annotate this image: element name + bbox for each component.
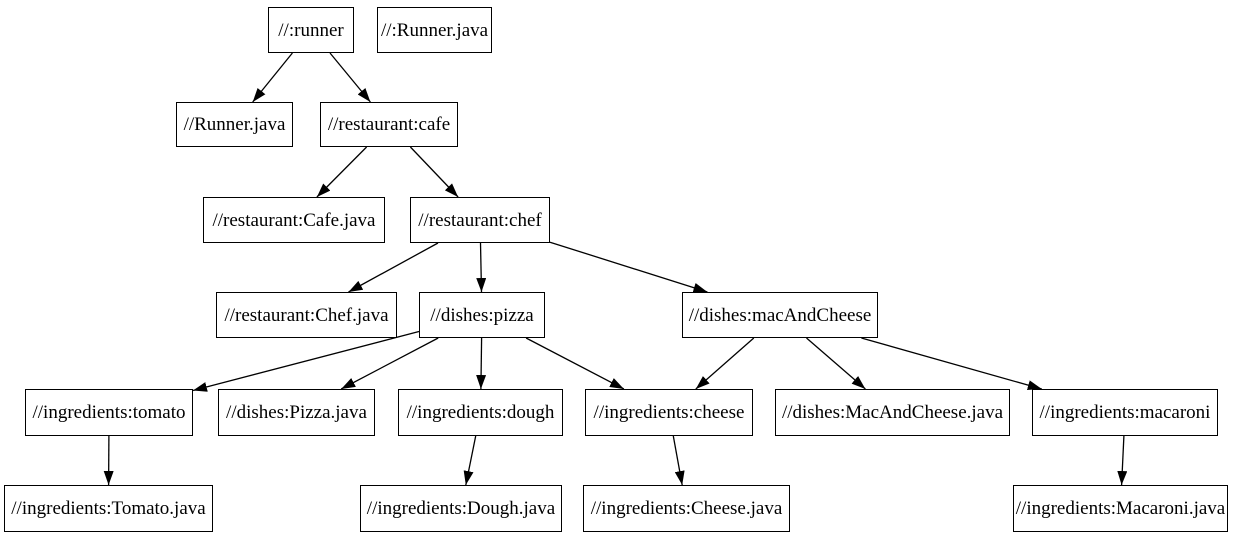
graph-node-runner-java-top: //:Runner.java — [377, 7, 492, 53]
graph-node-label: //ingredients:Tomato.java — [11, 498, 206, 519]
graph-node-pizza: //dishes:pizza — [419, 292, 545, 338]
graph-node-label: //restaurant:cafe — [327, 114, 451, 135]
graph-node-cheese-java: //ingredients:Cheese.java — [583, 485, 790, 532]
graph-node-tomato-java: //ingredients:Tomato.java — [4, 485, 213, 532]
graph-node-label: //Runner.java — [183, 114, 286, 135]
edge-chef-to-chef-java — [348, 242, 439, 293]
graph-node-dough: //ingredients:dough — [398, 389, 563, 436]
graph-node-label: //ingredients:Cheese.java — [590, 498, 783, 519]
graph-node-cheese: //ingredients:cheese — [585, 389, 753, 436]
edge-pizza-to-cheese — [525, 337, 625, 390]
edge-pizza-to-tomato — [192, 330, 420, 392]
edge-runner-to-runner-java — [252, 52, 293, 103]
graph-node-cafe-java: //restaurant:Cafe.java — [203, 197, 385, 243]
edge-mac-and-cheese-to-cheese — [695, 337, 755, 390]
edge-cafe-to-chef — [409, 146, 459, 198]
graph-node-mac-and-cheese-java: //dishes:MacAndCheese.java — [775, 389, 1010, 436]
graph-node-label: //ingredients:tomato — [32, 402, 186, 423]
graph-node-pizza-java: //dishes:Pizza.java — [218, 389, 375, 436]
edge-macaroni-to-macaroni-java — [1117, 435, 1128, 486]
graph-node-chef-java: //restaurant:Chef.java — [216, 292, 397, 338]
graph-node-label: //dishes:Pizza.java — [226, 402, 367, 423]
edge-cheese-to-cheese-java — [672, 435, 685, 486]
graph-node-label: //dishes:MacAndCheese.java — [781, 402, 1004, 423]
edge-dough-to-dough-java — [463, 435, 477, 486]
edge-pizza-to-dough — [476, 337, 487, 390]
graph-node-label: //restaurant:Chef.java — [224, 304, 389, 326]
graph-node-label: //ingredients:Dough.java — [366, 498, 556, 519]
graph-node-label: //restaurant:Cafe.java — [212, 209, 376, 231]
graph-node-chef: //restaurant:chef — [410, 197, 550, 243]
edge-cafe-to-cafe-java — [316, 146, 368, 198]
graph-node-label: //ingredients:Macaroni.java — [1015, 498, 1226, 519]
graph-node-label: //dishes:macAndCheese — [688, 304, 872, 326]
graph-node-runner: //:runner — [268, 7, 354, 53]
edge-pizza-to-pizza-java — [340, 337, 439, 390]
graph-node-mac-and-cheese: //dishes:macAndCheese — [682, 292, 878, 338]
edge-mac-and-cheese-to-macaroni — [861, 337, 1042, 391]
graph-node-label: //ingredients:macaroni — [1039, 402, 1211, 423]
graph-node-cafe: //restaurant:cafe — [320, 102, 458, 147]
graph-node-label: //ingredients:dough — [406, 402, 555, 423]
graph-node-macaroni: //ingredients:macaroni — [1032, 389, 1218, 436]
graph-node-tomato: //ingredients:tomato — [25, 389, 193, 436]
graph-node-label: //restaurant:chef — [418, 209, 542, 231]
graph-node-label: //dishes:pizza — [430, 304, 534, 326]
edge-chef-to-mac-and-cheese — [549, 241, 708, 293]
edge-runner-to-cafe — [329, 52, 371, 103]
edge-chef-to-pizza — [476, 242, 487, 293]
graph-node-label: //:runner — [278, 19, 344, 41]
graph-node-macaroni-java: //ingredients:Macaroni.java — [1013, 485, 1228, 532]
edge-mac-and-cheese-to-mac-and-cheese-java — [806, 337, 866, 390]
graph-node-label: //ingredients:cheese — [593, 402, 745, 423]
graph-node-runner-java: //Runner.java — [176, 102, 293, 147]
graph-node-dough-java: //ingredients:Dough.java — [360, 485, 562, 532]
graph-node-label: //:Runner.java — [380, 19, 489, 41]
